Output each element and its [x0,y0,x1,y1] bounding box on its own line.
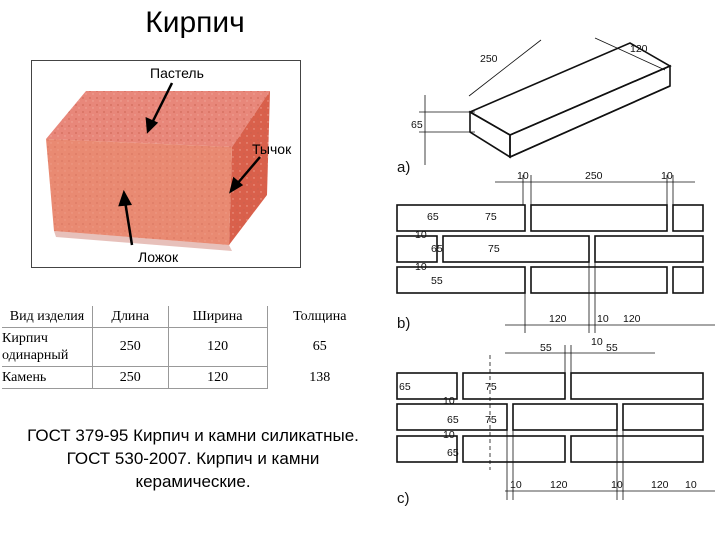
dim-c-row-1: 75 [485,381,497,393]
dim-c-row-2: 10 [443,395,455,407]
table-cell: 120 [168,327,268,367]
table-cell: 250 [92,366,169,389]
dim-c-row-0: 65 [399,381,411,393]
dim-c-row-6: 65 [447,447,459,459]
dim-b-bottom-0: 120 [549,313,567,325]
page-title: Кирпич [145,6,245,39]
dim-c-top-0: 55 [540,342,552,354]
dim-c-row-4: 75 [485,414,497,426]
dim-b-row-1: 75 [485,211,497,223]
dim-b-row-5: 10 [415,261,427,273]
column-header: Ширина [168,306,268,328]
dim-c-top-2: 55 [606,342,618,354]
lozhok-label: Ложок [138,249,179,265]
table-cell: Кирпич одинарный [2,327,93,367]
panel-b-wall [396,204,704,294]
dim-c-bottom-0: 10 [510,479,522,491]
technical-drawing: 65 250 120 10 250 10 65 75 10 65 75 10 5… [396,37,715,507]
gost-line: ГОСТ 379-95 Кирпич и камни силикатные. [27,426,359,445]
dim-a-height: 65 [411,119,423,131]
dim-b-top-0: 10 [517,170,529,182]
column-header: Длина [92,306,169,328]
panel-b-label: b) [397,315,410,332]
dim-b-row-0: 65 [427,211,439,223]
dim-b-row-4: 75 [488,243,500,255]
dim-a-length: 250 [480,53,498,65]
dim-c-bottom-1: 120 [550,479,568,491]
table-cell: Камень [2,366,93,389]
dim-c-row-5: 10 [443,429,455,441]
table-cell: 250 [92,327,169,367]
panel-c-wall [396,372,704,463]
tychok-label: Тычок [252,141,292,157]
dim-c-row-3: 65 [447,414,459,426]
brick-specs-table: Вид изделия Длина Ширина Толщина Кирпич … [2,306,372,389]
tychok-arrow [236,156,261,185]
table-header-row: Вид изделия Длина Ширина Толщина [2,306,372,328]
panel-c-label: c) [397,490,410,507]
table-row: Кирпич одинарный 250 120 65 [2,327,372,367]
dim-b-bottom-1: 10 [597,313,609,325]
dim-b-top-1: 250 [585,170,603,182]
dim-c-bottom-4: 10 [685,479,697,491]
brick-illustration [46,82,270,251]
brick-photo-frame: Пастель Тычок Ложок [31,60,301,268]
lozhok-arrow [123,200,134,246]
column-header: Вид изделия [2,306,93,328]
dim-a-width: 120 [630,43,648,55]
dim-b-row-2: 10 [415,229,427,241]
table-cell: 120 [168,366,268,389]
table-row: Камень 250 120 138 [2,366,372,389]
dim-b-row-6: 55 [431,275,443,287]
column-header: Толщина [293,308,347,324]
dim-c-bottom-3: 120 [651,479,669,491]
table-cell: 65 [312,339,327,354]
dim-c-top-1: 10 [591,336,603,348]
pastel-label: Пастель [150,65,204,81]
dim-c-bottom-2: 10 [611,479,623,491]
dim-b-bottom-2: 120 [623,313,641,325]
dim-b-row-3: 65 [431,243,443,255]
table-cell: 138 [309,369,331,385]
gost-line: ГОСТ 530-2007. Кирпич и камни керамическ… [66,449,320,491]
gost-standards: ГОСТ 379-95 Кирпич и камни силикатные. Г… [18,424,368,493]
pastel-arrow [150,82,174,124]
panel-a-label: a) [397,159,410,176]
dim-b-top-2: 10 [661,170,673,182]
panel-a-brick [468,42,672,159]
